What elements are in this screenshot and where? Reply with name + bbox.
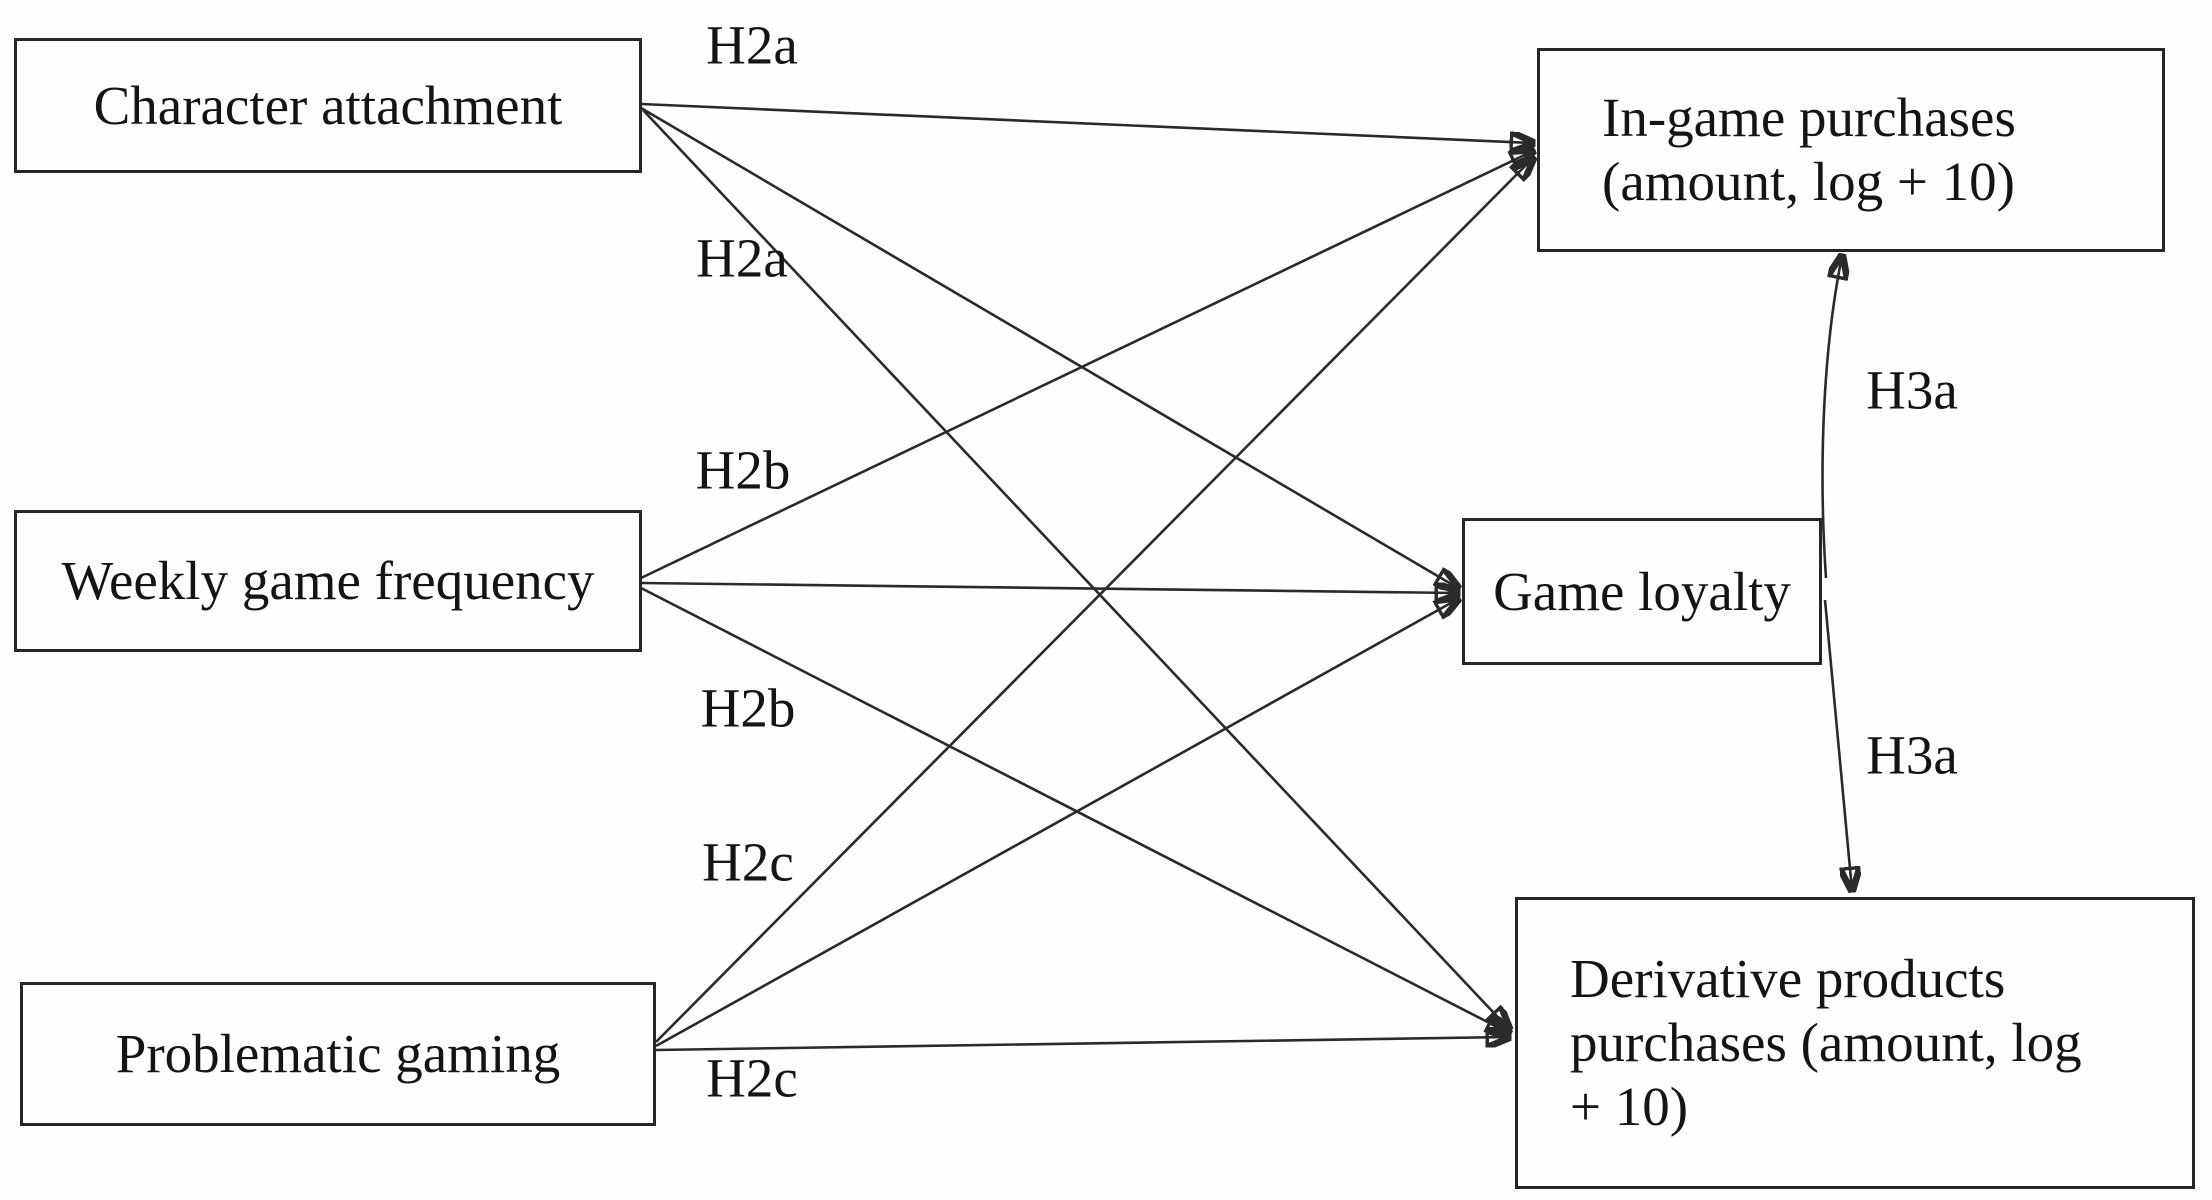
node-game-loyalty-label: Game loyalty [1493,560,1791,622]
arrow-character-attachment-to-derivative-products [642,109,1509,1029]
edge-label-h3a-lower: H3a [1866,724,1958,786]
edge-label-h2c-bottom: H2c [706,1047,798,1109]
node-weekly-game-frequency-label: Weekly game frequency [61,550,595,612]
node-derivative-products: Derivative products purchases (amount, l… [1515,897,2195,1189]
edge-label-h2c-top: H2c [702,831,794,893]
arrow-character-attachment-to-in-game-purchases [640,102,1533,143]
arrow-weekly-game-frequency-to-game-loyalty [640,581,1458,593]
arrow-weekly-game-frequency-to-derivative-products [640,586,1509,1033]
node-game-loyalty: Game loyalty [1462,518,1822,665]
node-problematic-gaming-label: Problematic gaming [115,1023,561,1085]
arrow-problematic-gaming-to-game-loyalty [655,599,1458,1048]
edge-label-h2b-top: H2b [695,439,791,501]
node-character-attachment: Character attachment [14,38,642,173]
arrow-character-attachment-to-game-loyalty [640,106,1458,588]
node-problematic-gaming: Problematic gaming [20,982,656,1126]
node-weekly-game-frequency: Weekly game frequency [14,510,642,652]
arrow-game-loyalty-to-in-game-purchases [1821,256,1842,579]
arrow-weekly-game-frequency-to-in-game-purchases [640,151,1533,580]
node-character-attachment-label: Character attachment [93,74,563,136]
node-in-game-purchases: In-game purchases (amount, log + 10) [1537,48,2165,252]
arrow-problematic-gaming-to-in-game-purchases [655,158,1533,1043]
node-derivative-products-label: Derivative products purchases (amount, l… [1570,948,2082,1137]
node-in-game-purchases-label: In-game purchases (amount, log + 10) [1602,87,2016,212]
edge-label-h3a-upper: H3a [1866,359,1958,421]
edge-label-h2a-mid: H2a [696,227,788,289]
edge-label-h2a-top: H2a [706,14,798,76]
edge-label-h2b-mid: H2b [700,677,796,739]
arrow-problematic-gaming-to-derivative-products [655,1037,1509,1052]
arrow-game-loyalty-to-derivative-products [1823,599,1852,890]
